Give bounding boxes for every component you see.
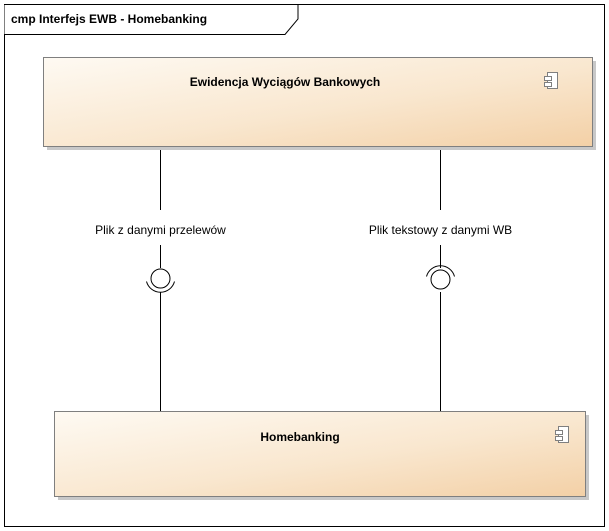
component-name: Homebanking (260, 430, 339, 444)
required-interface-socket-icon (146, 281, 175, 293)
component-icon (544, 72, 558, 89)
connectors (160, 148, 441, 412)
component-body (43, 57, 593, 147)
component-body (54, 411, 586, 497)
provided-interface-ball-icon (430, 269, 451, 290)
interface-label-przelewy: Plik z danymi przelewów (95, 223, 226, 237)
frame-title-tab (4, 4, 299, 35)
interface-tekstowy: Plik tekstowy z danymi WB (369, 223, 512, 290)
component-ewb[interactable]: Ewidencja Wyciągów Bankowych (43, 57, 597, 151)
required-interface-socket-icon (426, 265, 455, 277)
component-homebanking[interactable]: Homebanking (54, 411, 590, 501)
interface-przelewy: Plik z danymi przelewów (95, 223, 226, 293)
frame-title: cmp Interfejs EWB - Homebanking (11, 12, 207, 26)
interface-label-tekstowy: Plik tekstowy z danymi WB (369, 223, 512, 237)
provided-interface-ball-icon (150, 268, 171, 289)
component-name: Ewidencja Wyciągów Bankowych (190, 75, 381, 89)
component-icon (555, 426, 569, 443)
